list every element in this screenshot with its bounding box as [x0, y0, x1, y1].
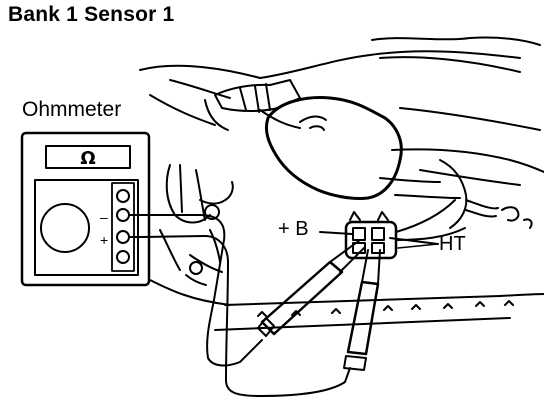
ohmmeter: [20, 131, 151, 287]
test-probes: [257, 239, 381, 371]
label-pointers: [319, 231, 439, 245]
ohmmeter-label: Ohmmeter: [22, 98, 122, 121]
engine-background: [139, 36, 544, 306]
exhaust-pipe: [204, 79, 301, 131]
sensor-harness: [395, 159, 533, 249]
test-leads: [128, 214, 351, 397]
minus-terminal-label: –: [100, 209, 108, 225]
exhaust-manifold: [264, 96, 461, 200]
heater-terminal-label: HT: [439, 233, 466, 255]
plus-terminal-label: +: [100, 232, 108, 248]
sensor-connector: [344, 211, 398, 260]
positive-terminal-label: + B: [278, 218, 309, 240]
diagram-title: Bank 1 Sensor 1: [8, 3, 175, 26]
ohm-symbol: Ω: [80, 148, 95, 169]
